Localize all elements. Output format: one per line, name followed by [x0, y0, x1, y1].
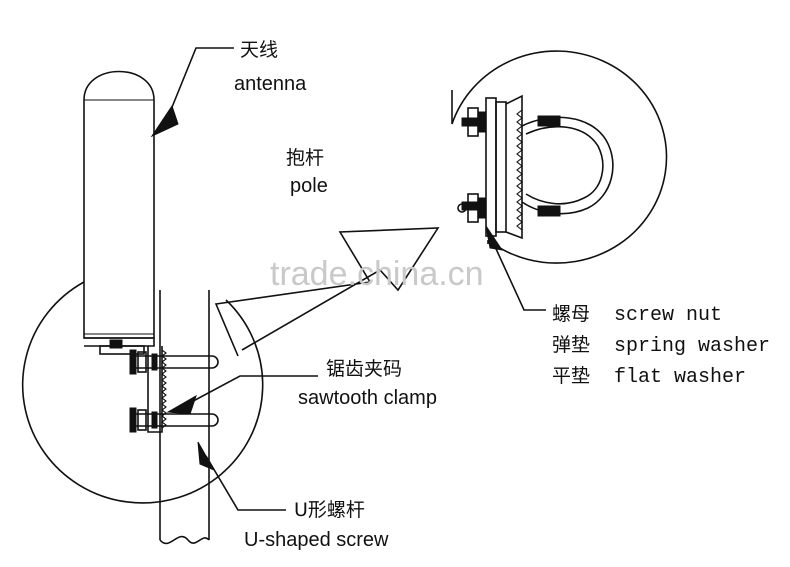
pole-label-cn: 抱杆 [286, 147, 324, 169]
spring-washer-label-en: spring washer [614, 335, 770, 358]
u-shaped-screw-upper [129, 349, 219, 375]
clamp-label-en: sawtooth clamp [298, 387, 437, 409]
antenna-label-en: antenna [234, 73, 307, 95]
u-screw-label-cn: U形螺杆 [294, 499, 365, 521]
antenna-leader [150, 47, 234, 138]
clamp-leader [166, 375, 318, 415]
pole [159, 290, 210, 545]
spring-washer-label-cn: 弹垫 [552, 334, 590, 356]
pole-label-en: pole [290, 175, 328, 197]
mount-detail-circle [21, 281, 264, 504]
antenna-body [83, 70, 155, 347]
antenna-label-cn: 天线 [240, 39, 278, 61]
watermark: trade.china.cn [270, 255, 484, 293]
sawtooth-clamp [99, 339, 167, 433]
flat-washer-label-en: flat washer [614, 366, 746, 389]
nut-label-cn: 螺母 [552, 303, 590, 325]
u-screw-leader [197, 441, 286, 511]
u-screw-label-en: U-shaped screw [244, 529, 389, 551]
detail-legend-leader [485, 225, 546, 311]
enlarged-detail [451, 50, 668, 264]
nut-label-en: screw nut [614, 304, 722, 327]
u-shaped-screw-lower [129, 407, 219, 433]
clamp-label-cn: 锯齿夹码 [326, 358, 402, 380]
flat-washer-label-cn: 平垫 [552, 365, 590, 387]
magnify-callout [214, 227, 440, 357]
